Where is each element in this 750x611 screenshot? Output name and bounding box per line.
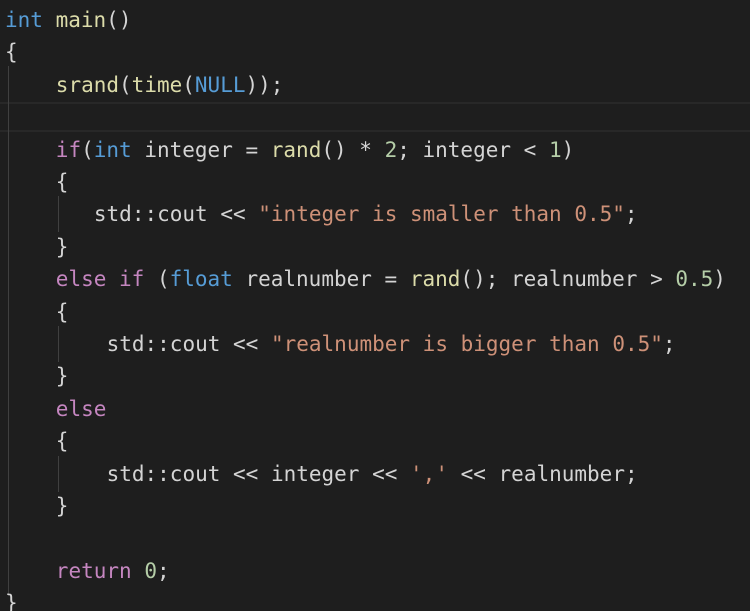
code-token-plain: { [55, 170, 69, 194]
code-token-plain: realnumber = [232, 267, 410, 292]
code-token-number: 0.5 [675, 267, 714, 292]
indent-guide-else-if-block [58, 326, 59, 362]
code-line[interactable]: } [56, 361, 69, 391]
code-token-number: 2 [384, 137, 398, 162]
code-token-plain: () [106, 8, 132, 32]
code-token-string: "integer is smaller than 0.5" [258, 202, 625, 227]
code-token-plain: ( [144, 267, 170, 292]
code-token-plain: ( [81, 137, 94, 162]
code-line[interactable]: } [5, 588, 18, 611]
code-token-keyword: float [169, 267, 233, 292]
code-token-plain: } [55, 234, 69, 259]
code-token-plain: { [55, 429, 69, 454]
code-token-plain: { [5, 40, 18, 65]
current-line-highlight [0, 102, 750, 132]
indent-guide-main [8, 66, 9, 596]
code-token-func: time [131, 72, 183, 97]
code-token-plain: (); realnumber > [460, 267, 676, 292]
code-line[interactable]: { [56, 297, 69, 327]
code-token-plain: ; integer < [397, 137, 549, 162]
code-token-plain: std::cout << integer << [106, 461, 411, 486]
code-token-func: rand [270, 137, 322, 162]
code-line[interactable]: } [56, 491, 69, 521]
code-token-control: else if [55, 267, 145, 292]
code-token-plain: ; [156, 558, 170, 583]
code-token-func: rand [409, 267, 461, 292]
code-token-keyword: NULL [194, 72, 246, 97]
code-token-plain: << realnumber; [447, 461, 638, 486]
code-token-func: main [55, 8, 107, 32]
code-token-number: 0 [144, 558, 157, 583]
code-token-plain: integer = [131, 137, 271, 162]
code-token-plain: ) [561, 137, 575, 162]
code-line[interactable]: { [5, 37, 18, 67]
code-token-plain: { [55, 299, 69, 324]
indent-guide-if-block [58, 196, 59, 232]
indent-guide-else-block [58, 456, 59, 492]
code-token-control: if [55, 137, 82, 162]
code-token-plain: } [55, 494, 69, 518]
code-token-string: "realnumber is bigger than 0.5" [270, 332, 663, 356]
code-token-plain: ( [182, 72, 195, 97]
code-token-keyword: int [93, 137, 132, 162]
code-token-plain: () * [321, 137, 385, 162]
code-token-plain: ) [713, 267, 726, 292]
code-line[interactable]: std::cout << "integer is smaller than 0.… [94, 199, 638, 229]
code-token-plain: } [55, 364, 69, 389]
code-token-string: ',' [410, 461, 448, 486]
code-token-number: 1 [548, 137, 562, 162]
code-token-plain: ; [662, 332, 676, 356]
code-token-plain: std::cout << [93, 202, 259, 227]
code-token-plain: ; [624, 202, 638, 227]
code-token-plain: )); [245, 72, 284, 97]
code-token-plain [132, 559, 145, 583]
code-token-plain [43, 8, 56, 32]
code-token-keyword: int [5, 8, 43, 32]
code-line[interactable]: } [56, 232, 69, 262]
code-token-plain: std::cout << [106, 332, 271, 356]
code-line[interactable]: return 0; [56, 556, 170, 586]
code-line[interactable]: { [56, 426, 69, 456]
code-line[interactable]: std::cout << integer << ',' << realnumbe… [107, 459, 638, 489]
code-line[interactable]: if(int integer = rand() * 2; integer < 1… [56, 135, 574, 165]
code-token-control: return [55, 558, 132, 583]
code-line[interactable]: int main() [5, 5, 131, 35]
code-line[interactable]: { [56, 167, 69, 197]
code-token-control: else [55, 396, 107, 421]
code-line[interactable]: else [56, 394, 107, 424]
code-token-plain: } [5, 591, 18, 611]
code-line[interactable]: srand(time(NULL)); [56, 70, 284, 100]
code-token-plain: ( [119, 72, 132, 97]
code-token-func: srand [55, 72, 120, 97]
code-line[interactable]: else if (float realnumber = rand(); real… [56, 264, 726, 294]
code-line[interactable]: std::cout << "realnumber is bigger than … [107, 329, 676, 359]
